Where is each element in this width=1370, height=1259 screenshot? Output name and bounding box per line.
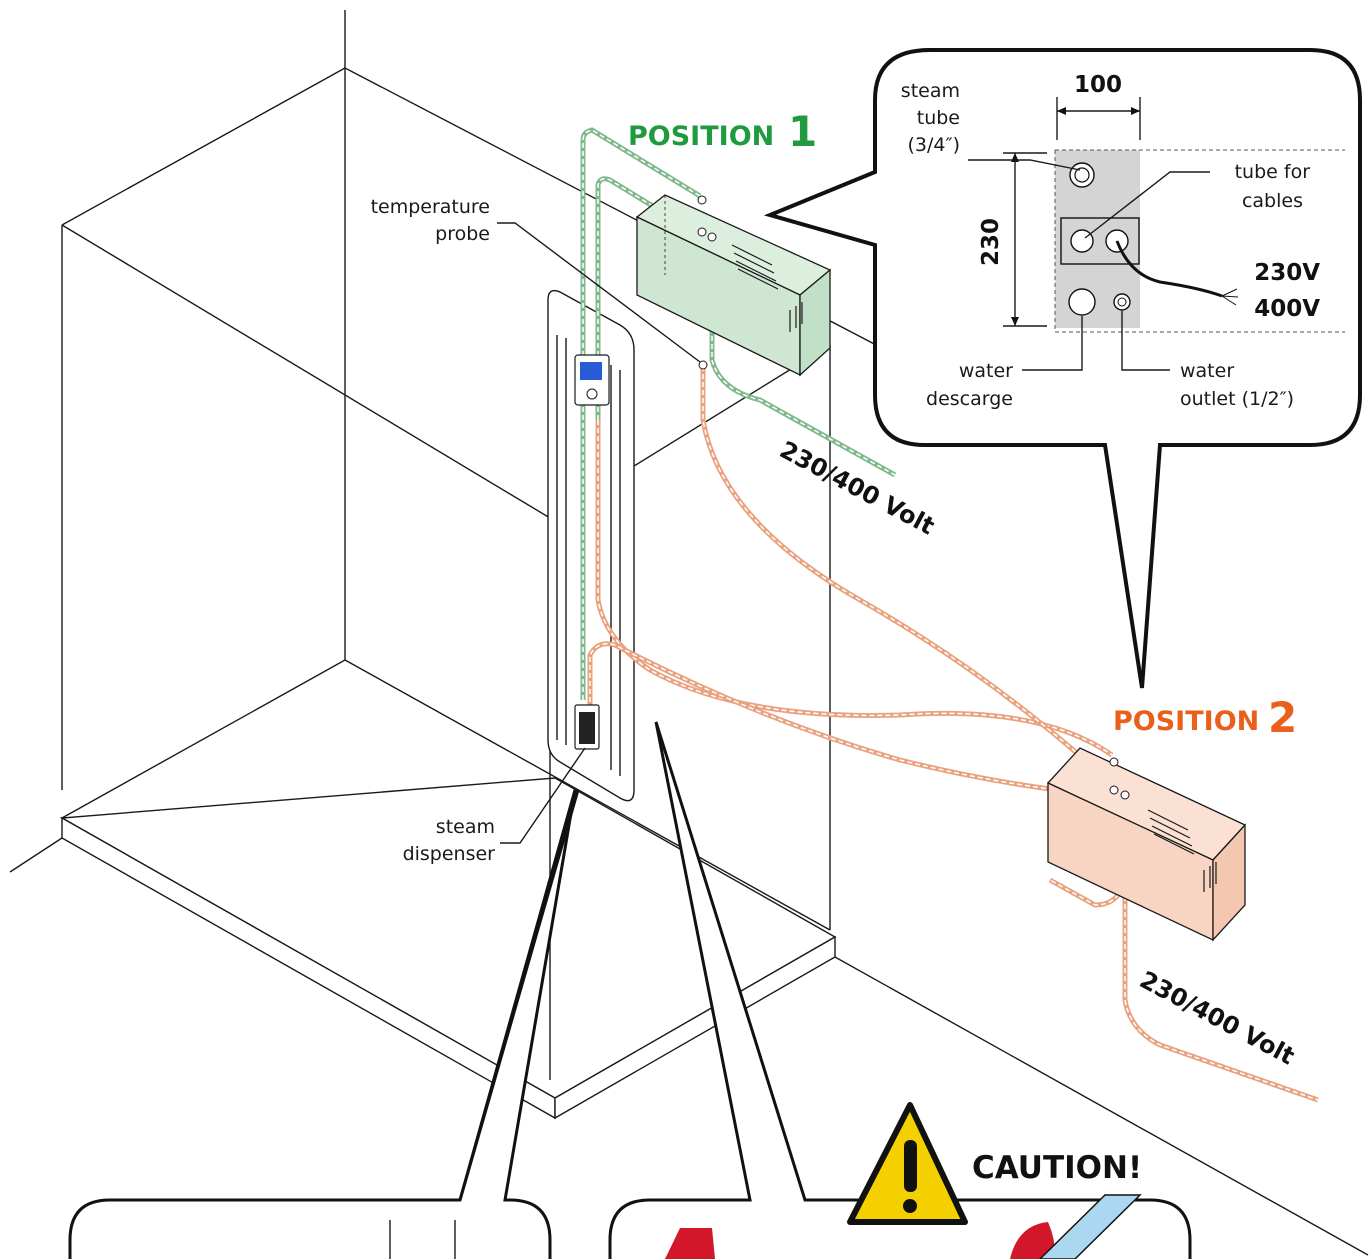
tubes-position-1 [580, 127, 897, 700]
control-display [574, 354, 610, 406]
water-descarge-port [1068, 288, 1096, 316]
voltage-230v: 230V [1254, 260, 1320, 286]
height-dimension: 230 [978, 218, 1004, 266]
glass-panel-icon [1038, 1194, 1142, 1259]
temperature-probe-line-2: probe [435, 223, 490, 245]
steam-dispenser-line-1: steam [436, 816, 495, 838]
water-descarge-line-2: descarge [926, 388, 1013, 410]
tube-for-cables-line-2: cables [1242, 190, 1303, 212]
position-2-text: POSITION [1113, 706, 1259, 737]
temperature-probe-label: temperature probe [371, 196, 701, 363]
water-outlet-line-1: water [1180, 360, 1234, 382]
steam-tube-line-1: steam [901, 80, 960, 102]
bottom-right-callout [608, 721, 1192, 1259]
water-outlet-line-2: outlet (1/2″) [1180, 388, 1294, 410]
steam-tube-line-3: (3/4″) [907, 134, 960, 156]
voltage-label-2: 230/400 Volt [1135, 966, 1299, 1071]
steam-generator-position-2 [1046, 747, 1247, 942]
position-2-label: POSITION 2 [1113, 693, 1297, 742]
width-dimension: 100 [1074, 72, 1122, 98]
tubes-position-2 [587, 366, 1319, 1103]
steam-dispenser-label: steam dispenser [403, 747, 586, 865]
position-1-label: POSITION 1 [628, 107, 817, 156]
stop-sign-icon [665, 1228, 715, 1259]
voltage-400v: 400V [1254, 296, 1320, 322]
position-1-number: 1 [788, 107, 817, 156]
shower-column-panel [547, 289, 635, 802]
temperature-probe-line-1: temperature [371, 196, 490, 218]
position-1-text: POSITION [628, 121, 774, 152]
steam-dispenser-keypad [574, 704, 600, 750]
caution-text: CAUTION! [972, 1150, 1142, 1186]
bottom-left-callout [68, 789, 580, 1259]
connection-detail-callout: 100 230 steam tube (3/4″) tube for cable… [763, 48, 1362, 689]
water-descarge-line-1: water [959, 360, 1013, 382]
caution-warning: CAUTION! [847, 1102, 1142, 1225]
position-2-number: 2 [1268, 693, 1297, 742]
steam-generator-position-1 [635, 194, 832, 377]
prohibition-icon [1010, 1222, 1056, 1259]
steam-dispenser-line-2: dispenser [403, 843, 496, 865]
steam-tube-line-2: tube [917, 107, 960, 129]
tube-for-cables-line-1: tube for [1235, 161, 1311, 183]
